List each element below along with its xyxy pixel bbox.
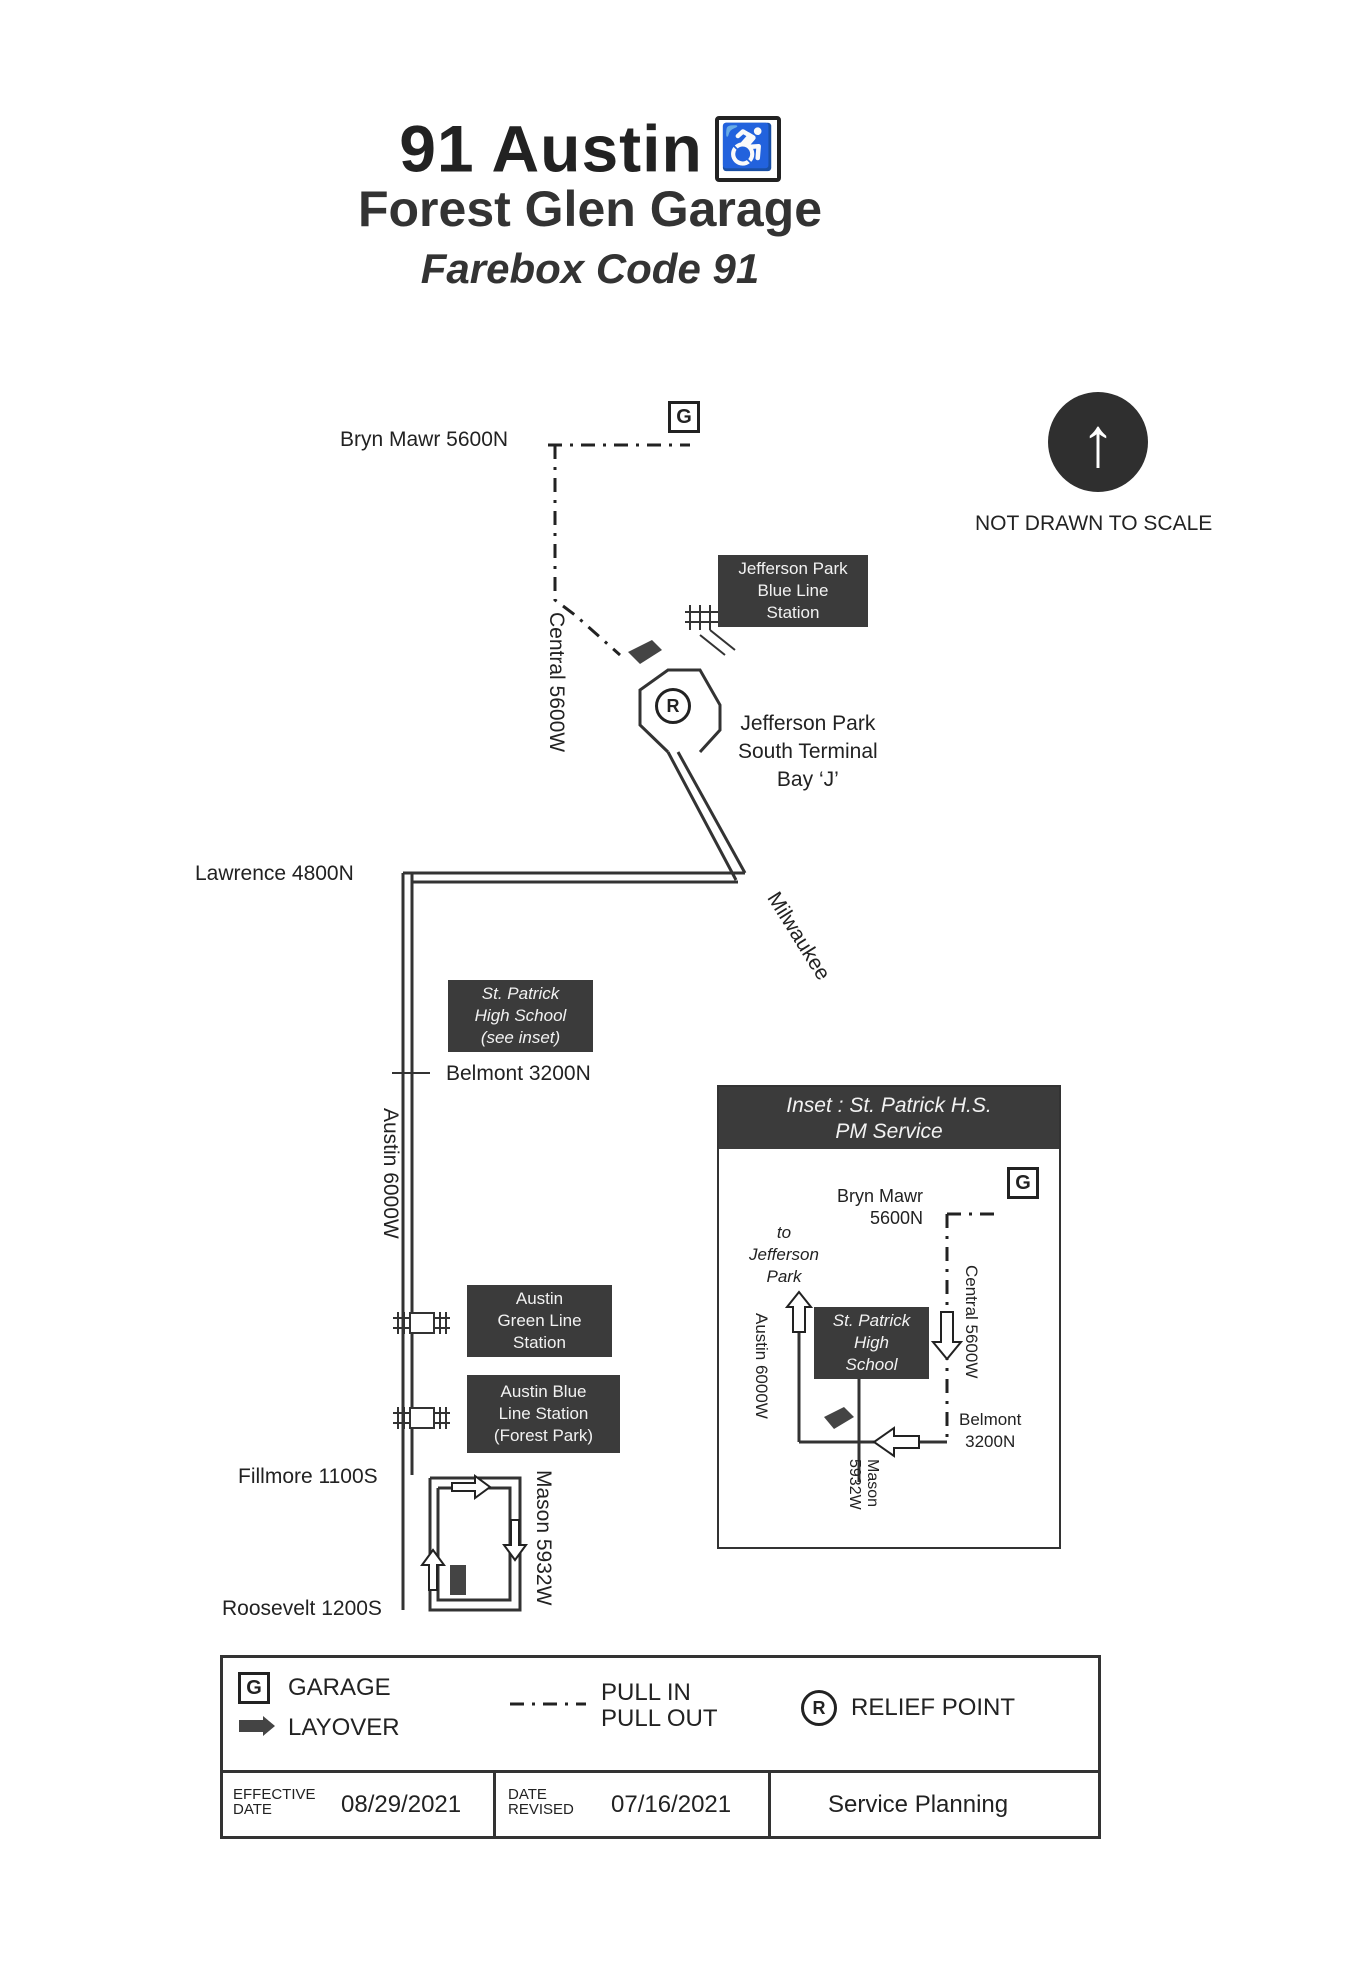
legend-relief-icon: R <box>801 1690 837 1726</box>
inset-garage-icon: G <box>1007 1167 1039 1199</box>
pull-in-out-route <box>548 443 690 657</box>
legend-garage-label: GARAGE <box>288 1674 391 1701</box>
loop-arrows <box>420 1474 528 1591</box>
inset-title: Inset : St. Patrick H.S.PM Service <box>719 1087 1059 1149</box>
legend-layover-icon <box>239 1716 275 1736</box>
mason-label: Mason 5932W <box>532 1470 555 1606</box>
terminal-label: Jefferson Park South Terminal Bay ‘J’ <box>738 712 878 791</box>
layover-markers <box>450 640 662 1595</box>
route-title: 91 Austin♿ <box>0 105 1180 187</box>
bryn-mawr-label: Bryn Mawr 5600N <box>340 428 509 451</box>
wheelchair-icon: ♿ <box>714 115 781 182</box>
legend-layover-label: LAYOVER <box>288 1714 400 1741</box>
lawrence-label: Lawrence 4800N <box>195 862 354 885</box>
main-route <box>401 668 747 1612</box>
central-label: Central 5600W <box>545 612 568 753</box>
austin-label: Austin 6000W <box>379 1108 402 1239</box>
effective-date: 08/29/2021 <box>341 1791 462 1818</box>
roosevelt-label: Roosevelt 1200S <box>222 1597 382 1620</box>
inset-central-label: Central 5600W <box>962 1265 981 1379</box>
service-planning-label: Service Planning <box>828 1791 1009 1818</box>
belmont-label: Belmont 3200N <box>446 1062 591 1085</box>
revised-date: 07/16/2021 <box>611 1791 732 1818</box>
north-arrow-icon: ↑ <box>1048 392 1148 492</box>
garage-icon: G <box>668 401 700 433</box>
legend-relief-label: RELIEF POINT <box>851 1694 1016 1721</box>
rail-crossings <box>393 605 736 1429</box>
legend-garage-icon: G <box>238 1672 270 1704</box>
inset-route-lines <box>784 1212 999 1482</box>
inset-austin-label: Austin 6000W <box>752 1313 771 1419</box>
relief-point-icon: R <box>655 688 691 724</box>
st-patrick-inset: Inset : St. Patrick H.S.PM Service G <box>717 1085 1061 1549</box>
legend-dash-icon <box>510 1702 586 1706</box>
not-to-scale-label: NOT DRAWN TO SCALE <box>975 512 1213 535</box>
fillmore-label: Fillmore 1100S <box>238 1465 378 1488</box>
farebox-code: Farebox Code 91 <box>420 245 760 292</box>
garage-title: Forest Glen Garage <box>357 181 823 237</box>
